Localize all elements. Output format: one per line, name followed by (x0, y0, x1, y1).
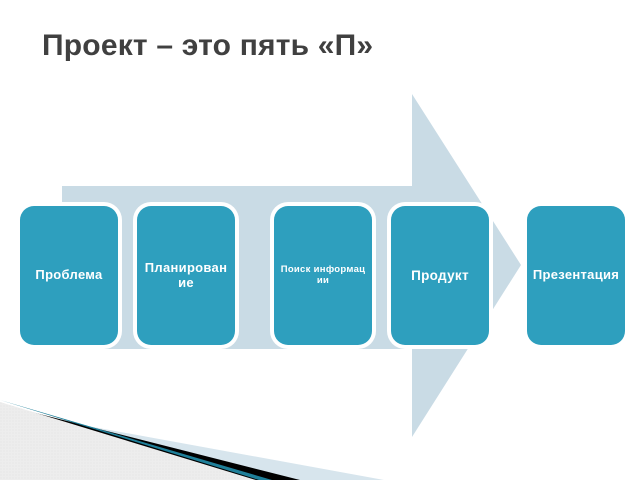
footer-decoration (0, 400, 384, 480)
slide-title: Проект – это пять «П» (42, 29, 374, 62)
teal-line (0, 400, 272, 480)
process-step-4-label: Продукт (411, 267, 469, 283)
process-step-1[interactable]: Проблема (20, 206, 118, 345)
process-step-5-label: Презентация (532, 267, 620, 283)
process-step-2[interactable]: Планирование (137, 206, 235, 345)
process-step-list: Проблема Планирование Поиск информации П… (20, 206, 626, 346)
process-step-3[interactable]: Поиск информации (274, 206, 372, 345)
process-step-2-label: Планирование (144, 259, 228, 290)
pale-blue-band (0, 410, 384, 480)
process-step-1-label: Проблема (35, 267, 103, 283)
process-step-4[interactable]: Продукт (391, 206, 489, 345)
process-step-5[interactable]: Презентация (527, 206, 625, 345)
black-band (0, 404, 300, 480)
hatched-triangle (0, 402, 256, 480)
process-step-3-label: Поиск информации (280, 263, 366, 286)
